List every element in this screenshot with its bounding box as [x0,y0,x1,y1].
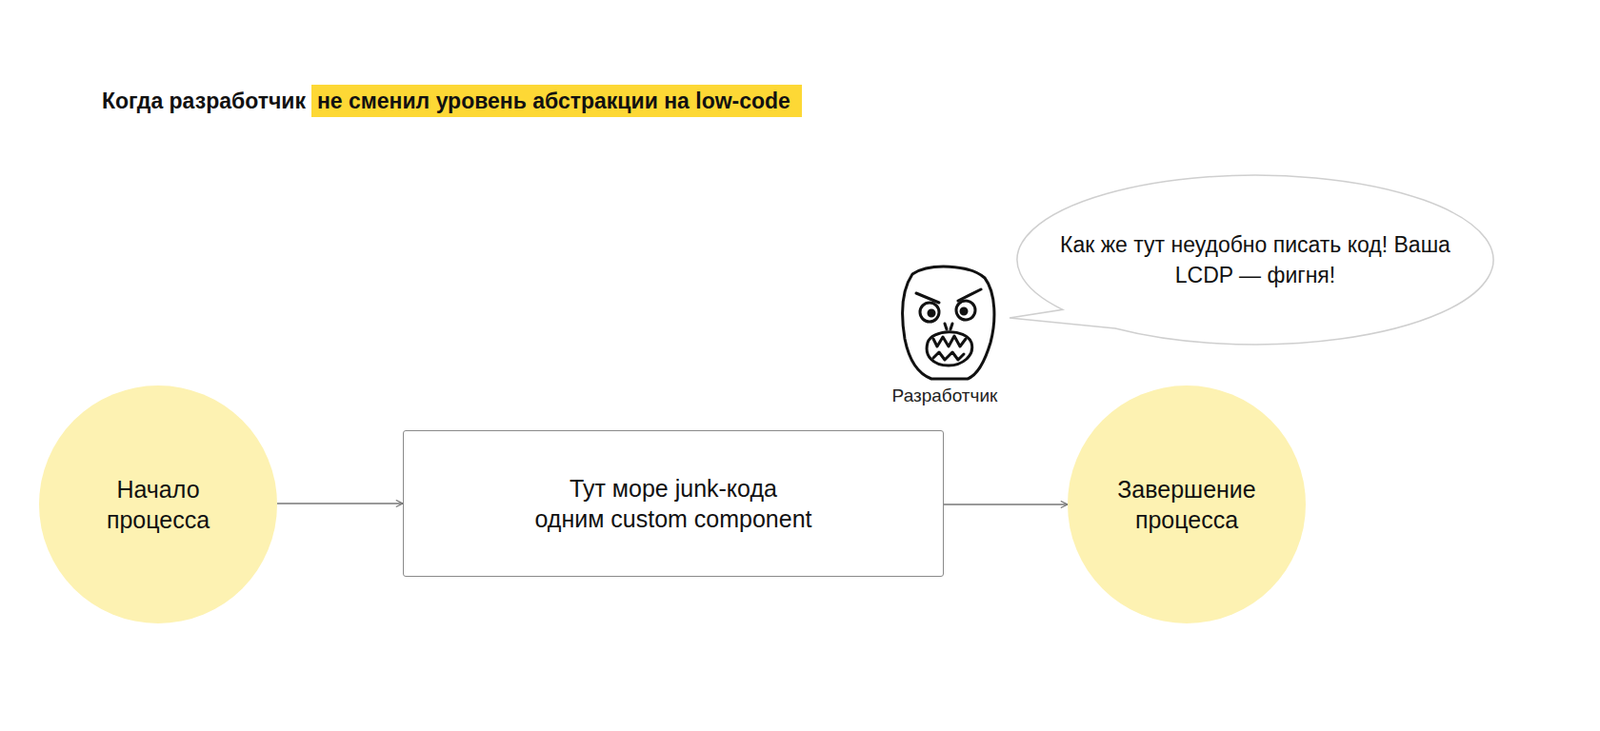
actor-label: Разработчик [892,385,999,407]
process-box: Тут море junk-кода одним custom componen… [402,430,944,578]
end-circle: Завершение процесса [1067,385,1306,624]
node-text: Завершение процесса [1103,474,1271,537]
arrow-connector [943,503,1068,505]
arrow-connector [277,502,403,504]
node-text: Как же тут неудобно писать код! Ваша LCD… [1060,229,1451,291]
bubble-outline [1015,173,1496,347]
node-text: Начало процесса [75,474,242,537]
speech-bubble: Как же тут неудобно писать код! Ваша LCD… [1015,173,1496,347]
node-text: Тут море junk-кода одним custom componen… [473,473,874,536]
start-circle: Начало процесса [39,385,278,624]
rage-face [902,266,995,380]
title: Когда разработчик [101,88,306,115]
bubble-path [1009,175,1494,345]
title-row: Когда разработчикне сменил уровень абстр… [101,84,802,118]
highlighted-title: не сменил уровень абстракции на low-code [311,84,802,118]
